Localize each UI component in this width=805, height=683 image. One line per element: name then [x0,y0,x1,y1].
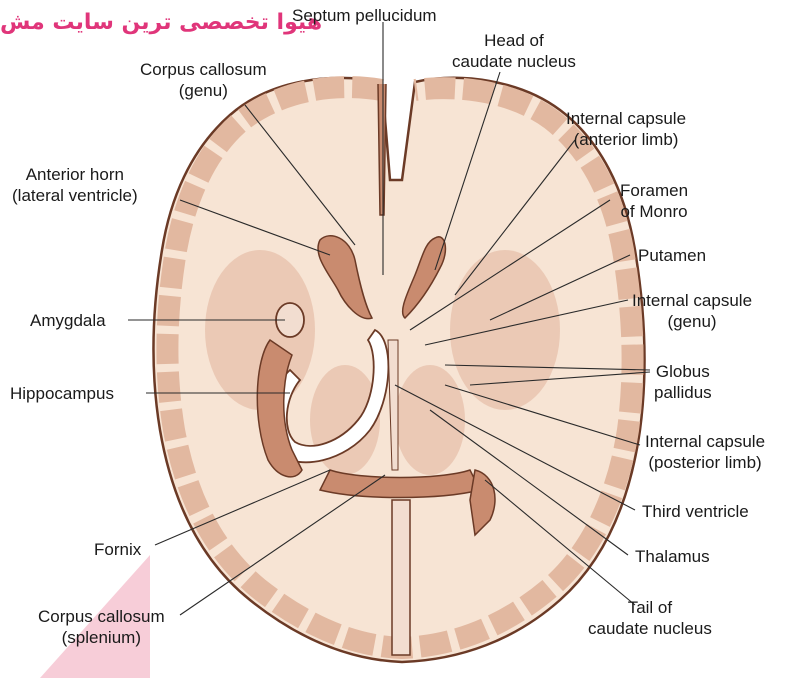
label-thalamus: Thalamus [635,546,710,567]
label-ic-genu: Internal capsule (genu) [632,290,752,332]
label-corpus-callosum-splenium: Corpus callosum (splenium) [38,606,165,648]
label-anterior-horn: Anterior horn (lateral ventricle) [12,164,138,206]
label-third-ventricle: Third ventricle [642,501,749,522]
label-amygdala: Amygdala [30,310,106,331]
posterior-fissure [392,500,410,655]
label-foramen-monro: Foramen of Monro [620,180,688,222]
label-septum-pellucidum: Septum pellucidum [292,5,437,26]
anterior-fissure [378,84,386,215]
right-thalamus [395,365,465,475]
label-corpus-callosum-genu: Corpus callosum (genu) [140,59,267,101]
label-head-caudate: Head of caudate nucleus [452,30,576,72]
label-tail-caudate: Tail of caudate nucleus [588,597,712,639]
label-ic-posterior: Internal capsule (posterior limb) [645,431,765,473]
label-fornix: Fornix [94,539,141,560]
label-globus-pallidus: Globus pallidus [654,361,712,403]
label-hippocampus: Hippocampus [10,383,114,404]
label-putamen: Putamen [638,245,706,266]
watermark-text: هیوا تخصصی ترین سایت مش [0,10,322,35]
right-putamen [450,250,560,410]
watermark-rest: تخصصی ترین سایت مش [0,10,277,35]
label-ic-anterior: Internal capsule (anterior limb) [566,108,686,150]
